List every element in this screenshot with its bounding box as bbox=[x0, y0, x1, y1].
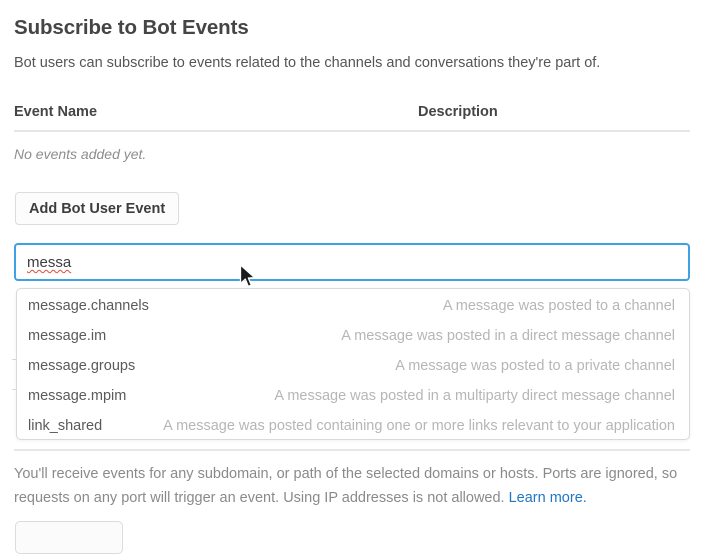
page-title: Subscribe to Bot Events bbox=[14, 16, 249, 39]
suggestion-option[interactable]: link_shared A message was posted contain… bbox=[17, 411, 689, 439]
hidden-row-tick bbox=[12, 359, 16, 360]
suggestion-option[interactable]: message.im A message was posted in a dir… bbox=[17, 321, 689, 351]
suggestion-name: message.im bbox=[28, 328, 107, 344]
event-search-input[interactable] bbox=[14, 243, 690, 281]
suggestion-description: A message was posted to a channel bbox=[442, 298, 675, 314]
hidden-row-tick bbox=[12, 389, 16, 390]
suggestion-name: link_shared bbox=[28, 418, 103, 434]
bot-events-settings-page: Subscribe to Bot Events Bot users can su… bbox=[12, 16, 690, 554]
add-bot-user-event-button[interactable]: Add Bot User Event bbox=[15, 192, 180, 225]
suggestion-option[interactable]: message.mpim A message was posted in a m… bbox=[17, 381, 689, 411]
column-header-event-name: Event Name bbox=[14, 104, 98, 120]
footer-help-copy: You'll receive events for any subdomain,… bbox=[14, 466, 678, 506]
table-header-divider bbox=[14, 130, 690, 132]
suggestion-description: A message was posted containing one or m… bbox=[163, 418, 675, 434]
suggestion-option[interactable]: message.channels A message was posted to… bbox=[17, 291, 689, 321]
column-header-description: Description bbox=[418, 104, 498, 120]
events-table-header: Event Name Description bbox=[14, 104, 690, 126]
empty-state-message: No events added yet. bbox=[14, 146, 147, 162]
suggestion-description: A message was posted to a private channe… bbox=[395, 358, 675, 374]
footer-divider bbox=[14, 449, 690, 451]
event-suggestions-dropdown[interactable]: message.channels A message was posted to… bbox=[16, 288, 690, 440]
suggestion-name: message.channels bbox=[28, 298, 149, 314]
page-subtitle: Bot users can subscribe to events relate… bbox=[14, 55, 601, 71]
suggestion-description: A message was posted in a multiparty dir… bbox=[274, 388, 675, 404]
footer-help-text: You'll receive events for any subdomain,… bbox=[14, 462, 686, 510]
suggestion-option[interactable]: message.groups A message was posted to a… bbox=[17, 351, 689, 381]
suggestion-name: message.groups bbox=[28, 358, 136, 374]
learn-more-link[interactable]: Learn more. bbox=[508, 490, 587, 506]
suggestion-description: A message was posted in a direct message… bbox=[341, 328, 675, 344]
footer-action-button[interactable] bbox=[15, 521, 123, 554]
suggestion-name: message.mpim bbox=[28, 388, 127, 404]
